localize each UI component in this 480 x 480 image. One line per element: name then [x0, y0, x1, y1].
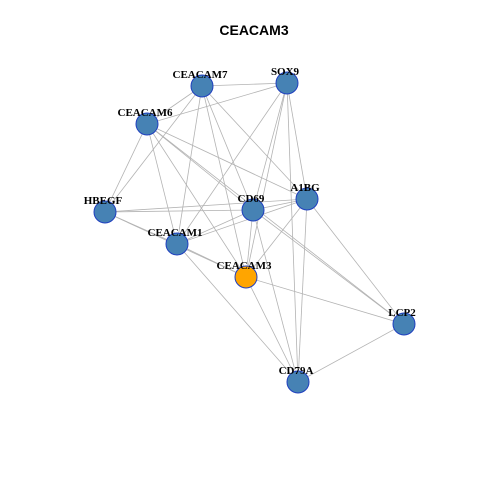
edge-ceacam6-lcp2 [146, 123, 405, 325]
edge-lcp2-cd79a [297, 323, 405, 383]
node-label-lcp2: LCP2 [388, 307, 416, 319]
node-a1bg [295, 187, 319, 211]
node-hbegf [93, 200, 117, 224]
edge-ceacam6-ceacam3 [146, 123, 247, 278]
edge-ceacam1-cd69 [176, 209, 254, 245]
node-sox9 [275, 71, 299, 95]
node-cd69 [241, 198, 265, 222]
node-cd79a [286, 370, 310, 394]
edge-sox9-a1bg [286, 82, 308, 200]
node-label-ceacam3: CEACAM3 [217, 260, 272, 272]
edge-ceacam1-a1bg [176, 198, 308, 245]
edge-ceacam1-ceacam3 [176, 243, 247, 278]
edge-ceacam3-lcp2 [245, 276, 405, 325]
node-ceacam7 [190, 74, 214, 98]
edge-layer [104, 82, 405, 383]
edge-ceacam3-cd79a [245, 276, 299, 383]
edge-a1bg-ceacam3 [245, 198, 308, 278]
edge-ceacam7-ceacam1 [176, 85, 203, 245]
edge-ceacam7-sox9 [201, 82, 288, 87]
edge-ceacam7-a1bg [201, 85, 308, 200]
edge-ceacam6-cd69 [146, 123, 254, 211]
node-layer [93, 71, 416, 394]
edge-sox9-ceacam6 [146, 82, 288, 125]
node-label-cd79a: CD79A [279, 365, 314, 377]
edge-ceacam6-hbegf [104, 123, 148, 213]
edge-ceacam6-ceacam1 [146, 123, 178, 245]
edge-sox9-cd79a [286, 82, 299, 383]
node-label-ceacam6: CEACAM6 [118, 107, 173, 119]
edge-ceacam7-cd69 [201, 85, 254, 211]
node-ceacam6 [135, 112, 159, 136]
edge-sox9-cd69 [252, 82, 288, 211]
graph-title: CEACAM3 [219, 22, 288, 38]
node-lcp2 [392, 312, 416, 336]
edge-ceacam1-cd79a [176, 243, 299, 383]
node-label-a1bg: A1BG [290, 182, 320, 194]
edge-hbegf-cd69 [104, 209, 254, 213]
node-ceacam3 [234, 265, 258, 289]
edge-cd69-cd79a [252, 209, 299, 383]
node-label-sox9: SOX9 [271, 66, 300, 78]
node-ceacam1 [165, 232, 189, 256]
node-label-hbegf: HBEGF [84, 195, 123, 207]
node-label-cd69: CD69 [238, 193, 265, 205]
edge-a1bg-cd79a [297, 198, 308, 383]
edge-hbegf-a1bg [104, 198, 308, 213]
edge-cd69-lcp2 [252, 209, 405, 325]
edge-a1bg-lcp2 [306, 198, 405, 325]
node-label-ceacam7: CEACAM7 [173, 69, 228, 81]
edge-ceacam6-a1bg [146, 123, 308, 200]
edge-ceacam7-ceacam3 [201, 85, 247, 278]
node-label-ceacam1: CEACAM1 [148, 227, 203, 239]
